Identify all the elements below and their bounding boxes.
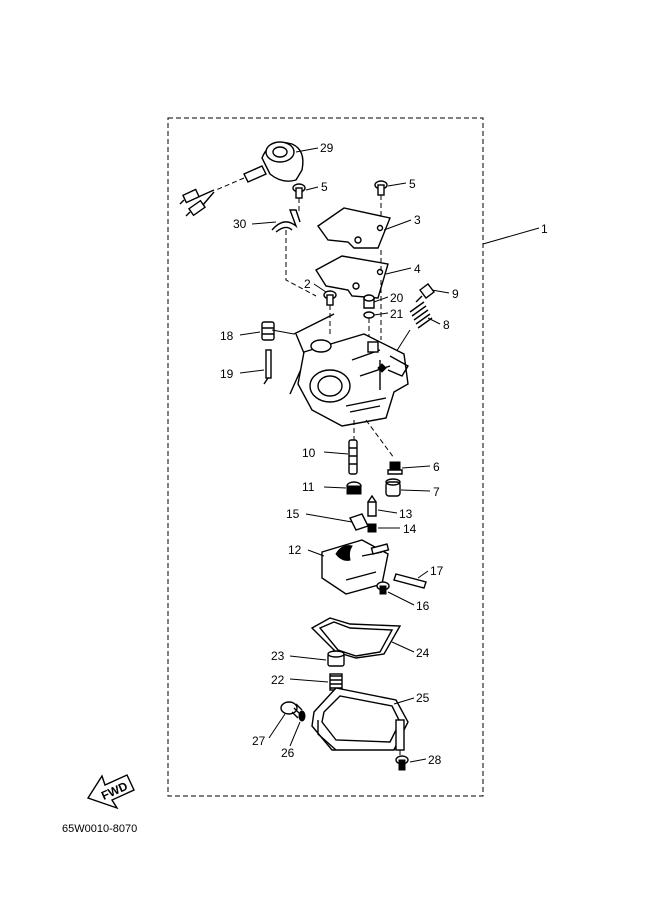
part-11-main-jet xyxy=(346,481,362,495)
callout-21: 21 xyxy=(390,307,404,321)
part-15-float-pin-plate xyxy=(349,513,369,531)
part-14-clip xyxy=(367,523,377,533)
part-19-plunger-rod xyxy=(263,329,295,385)
part-23-collar xyxy=(327,650,345,667)
part-24-float-chamber-gasket xyxy=(310,617,402,659)
callout-1: 1 xyxy=(541,222,548,236)
callout-16: 16 xyxy=(416,599,430,613)
part-5-screw-right xyxy=(374,180,388,223)
part-25-float-chamber xyxy=(311,687,409,760)
callout-28: 28 xyxy=(428,753,442,767)
part-20-jet xyxy=(363,294,375,309)
diagram-code: 65W0010-8070 xyxy=(62,823,138,835)
carburetor-body xyxy=(289,313,409,459)
callout-6: 6 xyxy=(433,460,440,474)
part-9-pilot-screw xyxy=(415,283,435,303)
callout-26: 26 xyxy=(281,746,295,760)
callout-24: 24 xyxy=(416,646,430,660)
callout-18: 18 xyxy=(220,329,234,343)
callout-15: 15 xyxy=(286,507,300,521)
callout-4: 4 xyxy=(414,262,421,276)
part-13-needle-valve xyxy=(367,494,377,517)
callout-8: 8 xyxy=(443,318,450,332)
part-6-jet xyxy=(387,461,403,475)
part-7-cap xyxy=(385,478,401,497)
callout-5: 5 xyxy=(409,177,416,191)
fwd-arrow-icon xyxy=(86,774,135,810)
callout-9: 9 xyxy=(452,287,459,301)
part-8-spring xyxy=(395,301,433,353)
callout-20: 20 xyxy=(390,291,404,305)
callout-25: 25 xyxy=(416,691,430,705)
part-16-screw xyxy=(376,581,390,595)
part-26-o-ring xyxy=(298,710,306,722)
callout-5: 5 xyxy=(321,180,328,194)
part-28-screw xyxy=(395,755,409,771)
leader-lines xyxy=(239,147,540,763)
callout-14: 14 xyxy=(403,522,417,536)
callout-22: 22 xyxy=(271,673,285,687)
callout-12: 12 xyxy=(288,543,302,557)
callout-7: 7 xyxy=(433,485,440,499)
callout-30: 30 xyxy=(233,217,247,231)
callout-11: 11 xyxy=(302,480,315,494)
part-30-clip xyxy=(271,209,301,233)
callout-29: 29 xyxy=(320,141,334,155)
wire-lead-assembly xyxy=(179,177,245,217)
part-18-plunger-cap xyxy=(261,321,275,341)
assembly-boundary xyxy=(167,117,484,797)
part-12-float xyxy=(321,539,390,595)
part-2-screw xyxy=(285,230,337,335)
part-3-plate xyxy=(317,207,391,249)
part-27-drain-screw xyxy=(280,701,303,719)
callout-23: 23 xyxy=(271,649,285,663)
part-10-main-nozzle xyxy=(348,439,358,475)
callout-27: 27 xyxy=(252,734,266,748)
callout-10: 10 xyxy=(302,446,316,460)
callout-19: 19 xyxy=(220,367,234,381)
callout-17: 17 xyxy=(430,564,444,578)
callout-3: 3 xyxy=(414,213,421,227)
part-29-elbow-fitting xyxy=(243,141,304,183)
callout-13: 13 xyxy=(399,507,413,521)
callout-2: 2 xyxy=(304,277,311,291)
part-17-float-pin xyxy=(393,573,427,589)
part-5-screw-left xyxy=(292,183,306,212)
